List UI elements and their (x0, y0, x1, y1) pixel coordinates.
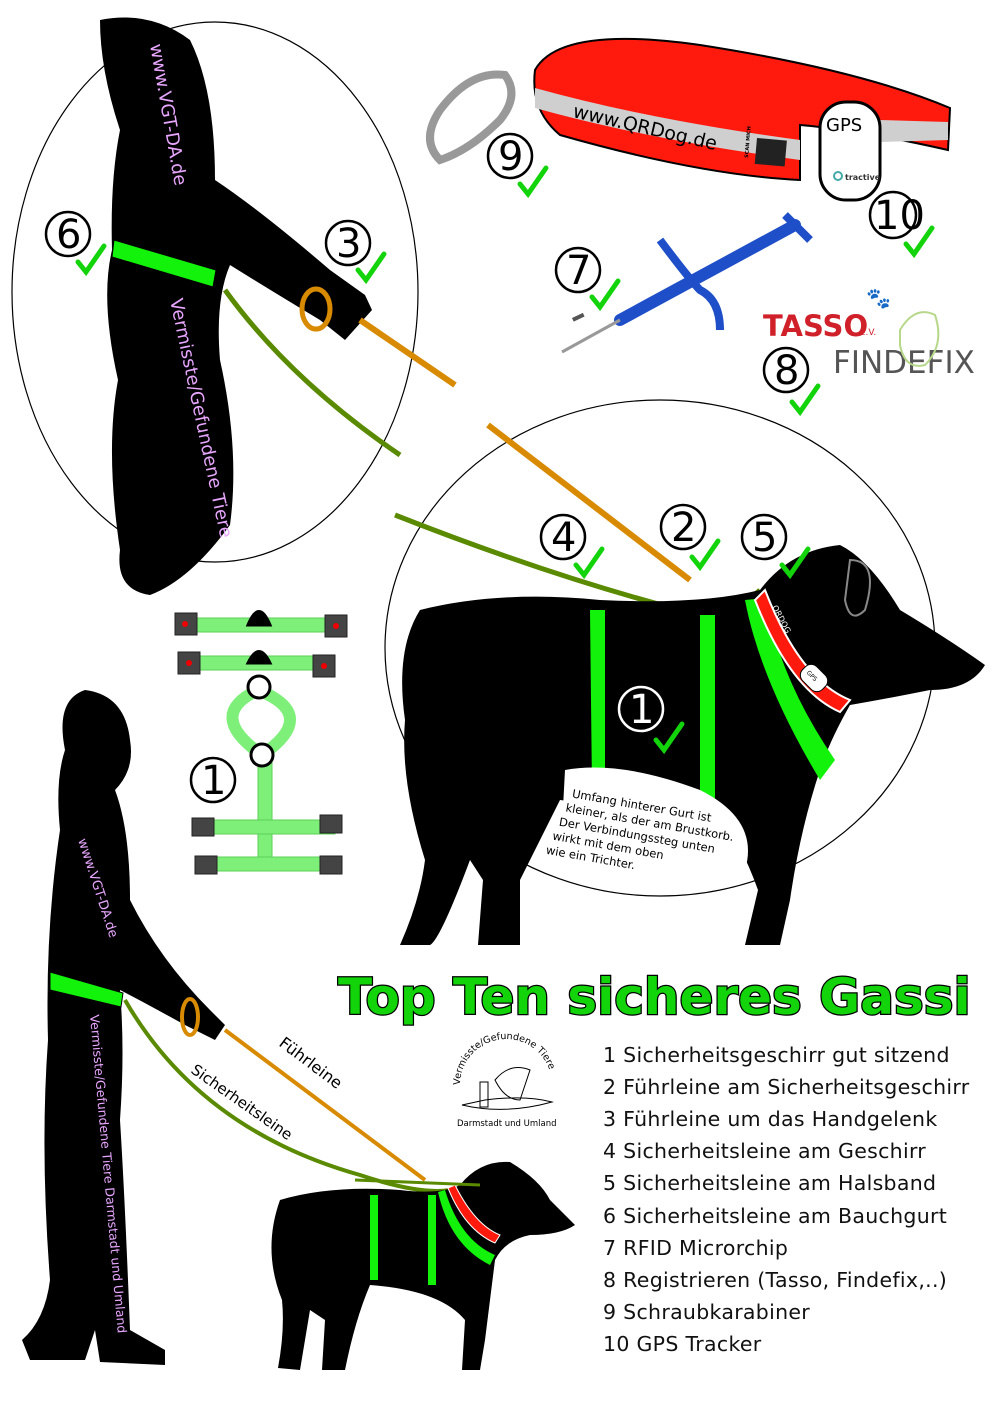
safety-leash-top (222, 288, 402, 458)
marker-5: 5 (740, 513, 808, 575)
lead-leash-small (223, 1028, 427, 1182)
dog-collar-large (753, 588, 852, 714)
wrist-loop-top (299, 286, 333, 332)
marker-4: 4 (539, 513, 602, 575)
safety-leash-small (123, 998, 451, 1193)
page-title: Top Ten sicheres Gassi (338, 968, 971, 1026)
logo-arc-text: Vermisste/Gefundene Tiere (452, 1031, 557, 1085)
dog-gps-large (799, 663, 829, 693)
lead-leash-label: Führleine (276, 1033, 346, 1093)
lead-leash-top (358, 317, 457, 388)
belly-belt-bottom (49, 971, 124, 1008)
tasso-suffix: e.V. (860, 328, 876, 338)
svg-text:1: 1 (629, 687, 654, 733)
harness-note: Umfang hinterer Gurt ist kleiner, als de… (545, 786, 735, 872)
dog-ear (843, 558, 871, 617)
belly-belt-top (111, 239, 217, 288)
marker-1: 1 (617, 685, 682, 750)
top-ten-list: 1 Sicherheitsgeschirr gut sitzend 2 Führ… (603, 1043, 970, 1356)
logo-subtitle: Darmstadt und Umland (457, 1119, 557, 1129)
list-item: 10 GPS Tracker (603, 1332, 762, 1356)
harness-straps-small (370, 1195, 436, 1285)
marker-1-diagram: 1 (189, 756, 237, 804)
person-silhouette-bottom (22, 690, 225, 1365)
harness-chest-small (438, 1190, 495, 1265)
top-left-ellipse (11, 21, 419, 563)
scan-text: SCAN MICH (744, 126, 753, 158)
svg-text:8: 8 (774, 348, 799, 394)
microchip (572, 312, 585, 322)
dog-silhouette-large (400, 545, 985, 945)
paw-icon-tasso: 🐾 (866, 288, 891, 310)
paw-icon (833, 171, 843, 181)
harness-chest-large (745, 598, 835, 780)
list-item: 2 Führleine am Sicherheitsgeschirr (603, 1075, 970, 1099)
svg-text:1: 1 (201, 758, 226, 804)
lead-leash-bottom (486, 422, 692, 583)
marker-6: 6 (44, 210, 104, 272)
marker-8: 8 (762, 346, 818, 412)
collar-illustration: www.QRDog.de SCAN MICH GPS tractive (426, 37, 952, 202)
svg-text:6: 6 (56, 212, 81, 258)
marker-7: 7 (554, 246, 618, 307)
marker-9: 9 (486, 132, 546, 194)
rfid-chip-injector (561, 212, 813, 354)
list-item: 5 Sicherheitsleine am Halsband (603, 1171, 936, 1195)
svg-text:3: 3 (336, 221, 361, 267)
number-markers: 6 3 9 10 7 8 4 2 5 1 1 (44, 132, 932, 804)
harness-diagram (174, 610, 348, 875)
marker-3: 3 (324, 219, 384, 280)
qr-code (754, 138, 787, 167)
note-bubble (560, 767, 748, 874)
safety-leash-small-end (354, 1178, 481, 1187)
list-item: 6 Sicherheitsleine am Bauchgurt (603, 1204, 947, 1228)
tasso-logo: TASSO (763, 309, 868, 343)
svg-text:7: 7 (566, 248, 591, 294)
wrist-loop-bottom (180, 997, 200, 1037)
dog-silhouette-small (271, 1161, 575, 1370)
svg-text:5: 5 (752, 515, 777, 561)
tractive-brand: tractive (845, 173, 881, 182)
marker-2: 2 (659, 503, 718, 567)
svg-text:10: 10 (874, 193, 925, 239)
dog-collar-small (447, 1184, 501, 1244)
carabiner (426, 70, 516, 165)
marker-10: 10 (868, 190, 932, 254)
tower-icon (479, 1081, 489, 1108)
gps-label: GPS (826, 115, 862, 136)
list-item: 8 Registrieren (Tasso, Findefix,..) (603, 1268, 947, 1292)
person-silhouette-top (100, 17, 372, 595)
list-item: 9 Schraubkarabiner (603, 1300, 810, 1324)
list-item: 1 Sicherheitsgeschirr gut sitzend (603, 1043, 950, 1067)
svg-text:4: 4 (551, 515, 576, 561)
findefix-dog-icon (899, 311, 940, 367)
list-item: 4 Sicherheitsleine am Geschirr (603, 1139, 926, 1163)
findefix-logo: FINDEFIX (833, 345, 975, 381)
svg-text:9: 9 (498, 134, 523, 180)
svg-text:2: 2 (671, 505, 696, 551)
list-item: 7 RFID Microrchip (603, 1236, 788, 1260)
list-item: 3 Führleine um das Handgelenk (603, 1107, 938, 1131)
org-logo: Vermisste/Gefundene Tiere Darmstadt und … (452, 1031, 557, 1129)
animals-icon (494, 1067, 531, 1101)
